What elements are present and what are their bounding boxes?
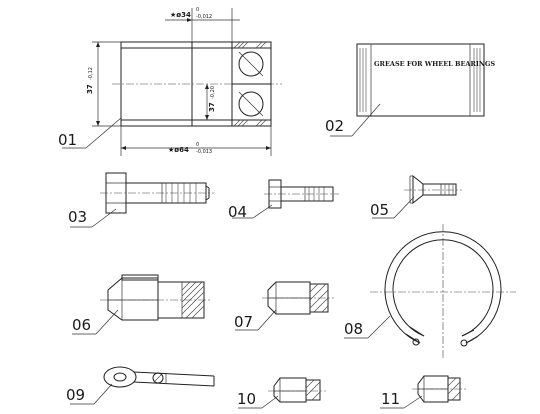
callout-02: 02 — [325, 117, 344, 135]
dim-width-top-lower: -0,012 — [196, 14, 212, 20]
part-09-lock-washer — [70, 366, 215, 405]
part-01-wheel-bearing — [62, 8, 282, 156]
dim-width-bottom-upper: 0 — [196, 142, 199, 148]
part-05-countersunk-screw — [372, 174, 462, 219]
dim-width-top: ★ø34 — [170, 11, 191, 19]
part-02-grease-packet — [330, 43, 485, 137]
grease-label: GREASE FOR WHEEL BEARINGS — [374, 60, 495, 68]
callout-04: 04 — [228, 203, 247, 221]
callout-10: 10 — [237, 390, 256, 408]
part-07-hex-nut — [235, 281, 334, 331]
part-08-circlip — [344, 224, 516, 360]
part-10-small-nut — [238, 377, 326, 409]
part-06-axle-nut — [72, 274, 212, 335]
dim-height-inner-tol: -0,20 — [210, 86, 216, 99]
dim-width-bottom: ★ø64 — [168, 146, 189, 154]
dim-width-top-upper: 0 — [196, 7, 199, 13]
callout-05: 05 — [370, 201, 389, 219]
callout-03: 03 — [68, 208, 87, 226]
callout-08: 08 — [344, 320, 363, 338]
part-04-short-bolt — [232, 179, 339, 219]
callout-01: 01 — [58, 131, 77, 149]
dim-width-bottom-lower: -0,013 — [196, 149, 212, 155]
callout-06: 06 — [72, 316, 91, 334]
dim-height-left: 37 — [86, 84, 94, 94]
part-11-cap-nut — [380, 375, 466, 409]
callout-09: 09 — [66, 386, 85, 404]
dim-height-inner: 37 — [208, 102, 216, 112]
part-03-long-bolt — [70, 172, 214, 228]
callout-07: 07 — [234, 313, 253, 331]
callout-11: 11 — [381, 390, 400, 408]
dim-height-left-tol: -0,12 — [88, 67, 94, 80]
